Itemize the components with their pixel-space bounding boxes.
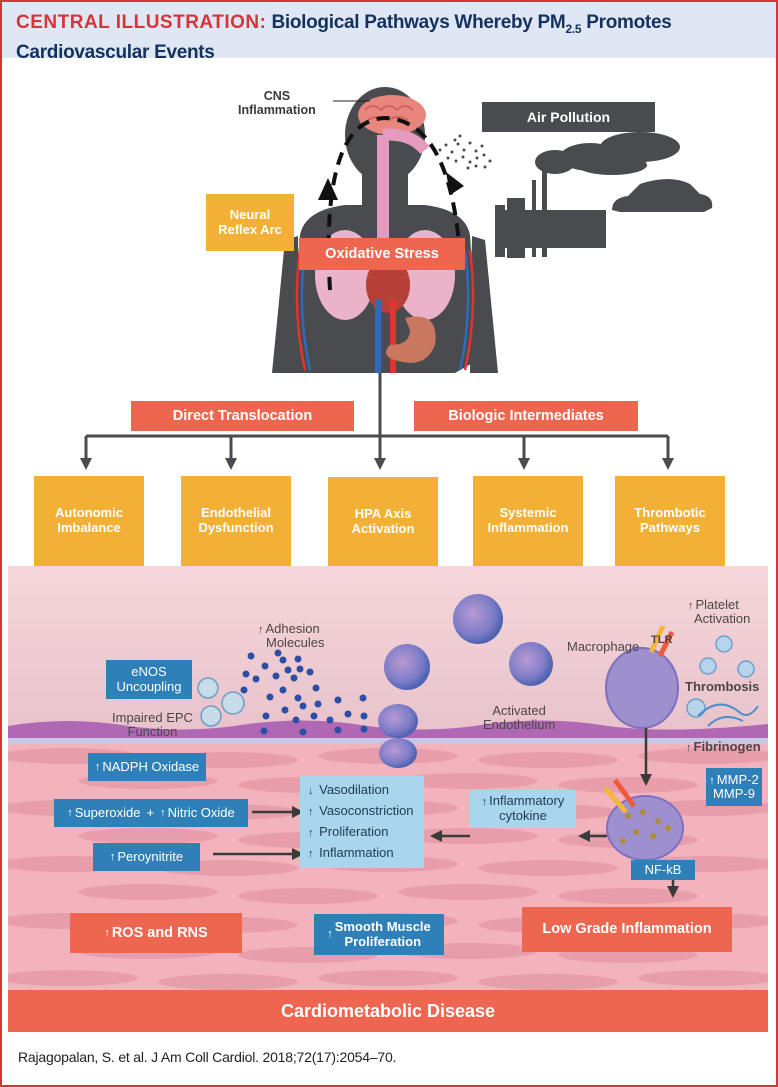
- thrombosis-fibrin-icon: [697, 703, 759, 727]
- peroynitrite-box: ↑Peroynitrite: [93, 843, 200, 871]
- leukocyte-cells-icon: [378, 594, 553, 768]
- nadph-oxidase-box: ↑NADPH Oxidase: [88, 753, 206, 781]
- epc-cells-icon: [197, 677, 245, 727]
- tlr-receptor-lower-icon: [603, 778, 637, 814]
- oxidative-stress-box: Oxidative Stress: [299, 238, 465, 270]
- superoxide-nitric-oxide-box: ↑Superoxide + ↑Nitric Oxide: [54, 799, 248, 827]
- low-grade-inflammation-box: Low Grade Inflammation: [522, 907, 732, 952]
- title-bar: CENTRAL ILLUSTRATION: Biological Pathway…: [2, 2, 776, 63]
- arc-arrow-up-icon: [318, 178, 338, 200]
- direct-translocation-box: Direct Translocation: [131, 401, 354, 431]
- title-prefix: CENTRAL ILLUSTRATION:: [16, 12, 267, 33]
- vascular-effects-box: ↓ Vasodilation ↑ Vasoconstriction ↑ Prol…: [300, 776, 424, 868]
- cardiometabolic-disease-bar: Cardiometabolic Disease: [8, 990, 768, 1032]
- airway-icon: [377, 128, 430, 250]
- effect-proliferation: ↑ Proliferation: [308, 824, 389, 839]
- nfkb-box: NF-kB: [631, 860, 695, 880]
- inflammatory-granules-icon: [620, 809, 671, 844]
- adhesion-molecules-icon: [240, 649, 368, 736]
- tlr-receptor-icon: [648, 624, 675, 658]
- effect-inflammation: ↑ Inflammation: [308, 845, 394, 860]
- title-subscript: 2.5: [565, 21, 582, 36]
- macrophage-label: Macrophage: [567, 639, 640, 654]
- macrophage-icon: [605, 647, 679, 729]
- neural-arc-dashed: [326, 115, 462, 291]
- arc-arrow-down-icon: [446, 172, 464, 195]
- title-suffix: Promotes Cardiovascular Events: [16, 12, 672, 63]
- page-title: CENTRAL ILLUSTRATION: Biological Pathway…: [16, 11, 766, 64]
- cloud-icon: [535, 132, 680, 175]
- inflammatory-cytokine-box: ↑Inflammatory cytokine: [470, 790, 576, 828]
- tlr-label: TLR: [651, 634, 673, 646]
- biologic-intermediates-box: Biologic Intermediates: [414, 401, 638, 431]
- citation: Rajagopalan, S. et al. J Am Coll Cardiol…: [18, 1049, 397, 1065]
- car-icon: [612, 179, 713, 212]
- thrombosis-label: Thrombosis: [685, 679, 760, 694]
- title-main: Biological Pathways Whereby PM: [271, 12, 566, 33]
- particles-icon: [438, 134, 492, 170]
- effect-vasoconstriction: ↑ Vasoconstriction: [308, 803, 414, 818]
- factory-icon: [495, 167, 606, 258]
- mmp-box: ↑MMP-2 MMP-9: [706, 768, 762, 806]
- air-pollution-label: Air Pollution: [482, 102, 655, 132]
- stomach-icon: [386, 316, 436, 363]
- heart-icon: [366, 257, 410, 313]
- fibrinogen-label: ↑Fibrinogen: [686, 739, 761, 754]
- ros-rns-box: ↑ROS and RNS: [70, 913, 242, 953]
- effect-vasodilation: ↓ Vasodilation: [308, 782, 389, 797]
